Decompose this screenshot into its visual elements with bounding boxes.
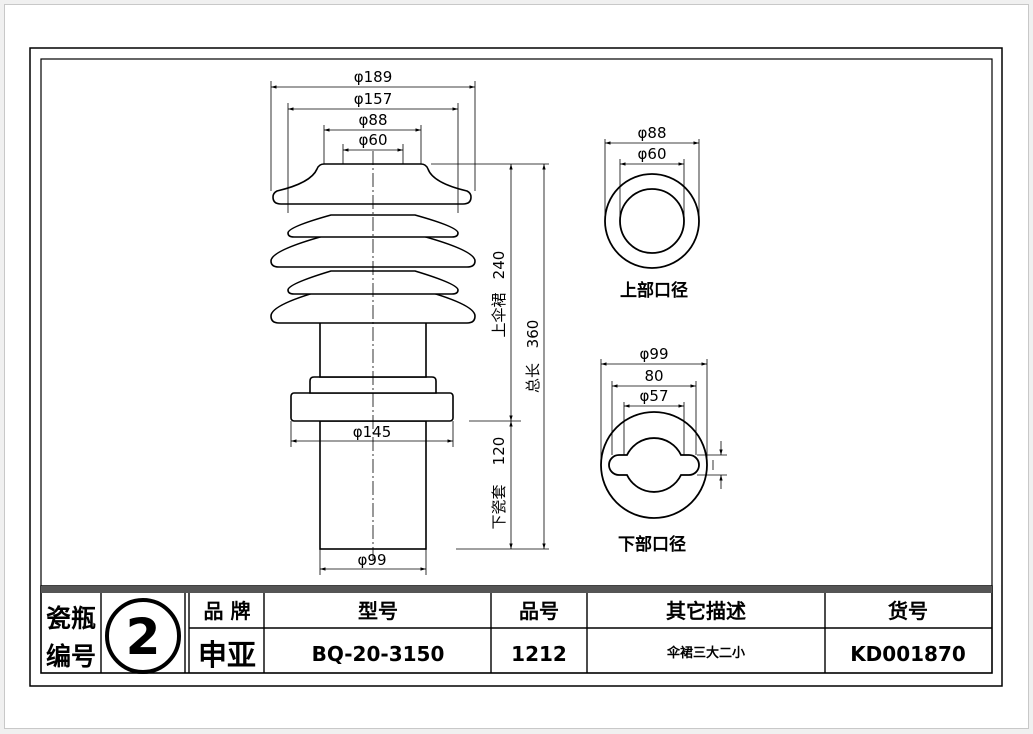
outer-frame <box>29 47 1003 687</box>
drawing-sheet: φ189 φ157 φ88 φ60 φ145 φ99 240 360 120 上… <box>4 4 1029 729</box>
flange <box>290 392 454 422</box>
value-goods-no: KD001870 <box>850 642 966 666</box>
header-description: 其它描述 <box>666 599 746 623</box>
code-number: 2 <box>126 608 161 666</box>
header-item-no: 品号 <box>519 599 559 623</box>
dim-d60: φ60 <box>359 131 388 149</box>
upper-bore-view <box>604 139 700 269</box>
dim-h240: 240 <box>490 251 508 280</box>
lower-bore-title: 下部口径 <box>618 534 686 555</box>
dim-d88: φ88 <box>359 111 388 129</box>
header-brand: 品 牌 <box>204 599 251 623</box>
lower-dim-w80: 80 <box>644 367 663 385</box>
lower-bore-view <box>600 359 727 519</box>
value-brand: 申亚 <box>198 638 256 672</box>
upper-bore-title: 上部口径 <box>620 280 688 301</box>
value-description: 伞裙三大二小 <box>666 645 745 661</box>
dim-d145: φ145 <box>353 423 392 441</box>
value-model: BQ-20-3150 <box>312 642 445 666</box>
code-number-circle <box>105 598 181 674</box>
lower-dimensions <box>290 421 454 575</box>
label-upper-skirt: 上伞裙 <box>490 292 508 337</box>
lower-dim-d57: φ57 <box>640 387 669 405</box>
lower-dim-d99: φ99 <box>640 345 669 363</box>
vertical-dimensions <box>431 163 549 550</box>
shed-top <box>272 163 472 205</box>
dim-d189: φ189 <box>354 68 393 86</box>
dim-h360: 360 <box>524 320 542 349</box>
label-lower-porcelain: 下瓷套 <box>490 484 508 529</box>
dim-d99: φ99 <box>358 551 387 569</box>
code-label-line2: 编号 <box>46 642 96 671</box>
dim-h120: 120 <box>490 437 508 466</box>
header-goods-no: 货号 <box>888 599 928 623</box>
upper-dim-d60: φ60 <box>638 145 667 163</box>
dim-d157: φ157 <box>354 90 393 108</box>
code-label-line1: 瓷瓶 <box>46 604 96 633</box>
technical-drawing: φ189 φ157 φ88 φ60 φ145 φ99 240 360 120 上… <box>29 47 1003 687</box>
top-dimensions <box>270 81 476 213</box>
label-total-length: 总长 <box>524 363 542 393</box>
shed-small-2 <box>287 270 459 295</box>
title-block <box>40 585 993 674</box>
upper-dim-d88: φ88 <box>638 124 667 142</box>
header-model: 型号 <box>358 599 398 623</box>
value-item-no: 1212 <box>511 642 567 666</box>
inner-frame <box>40 58 993 674</box>
